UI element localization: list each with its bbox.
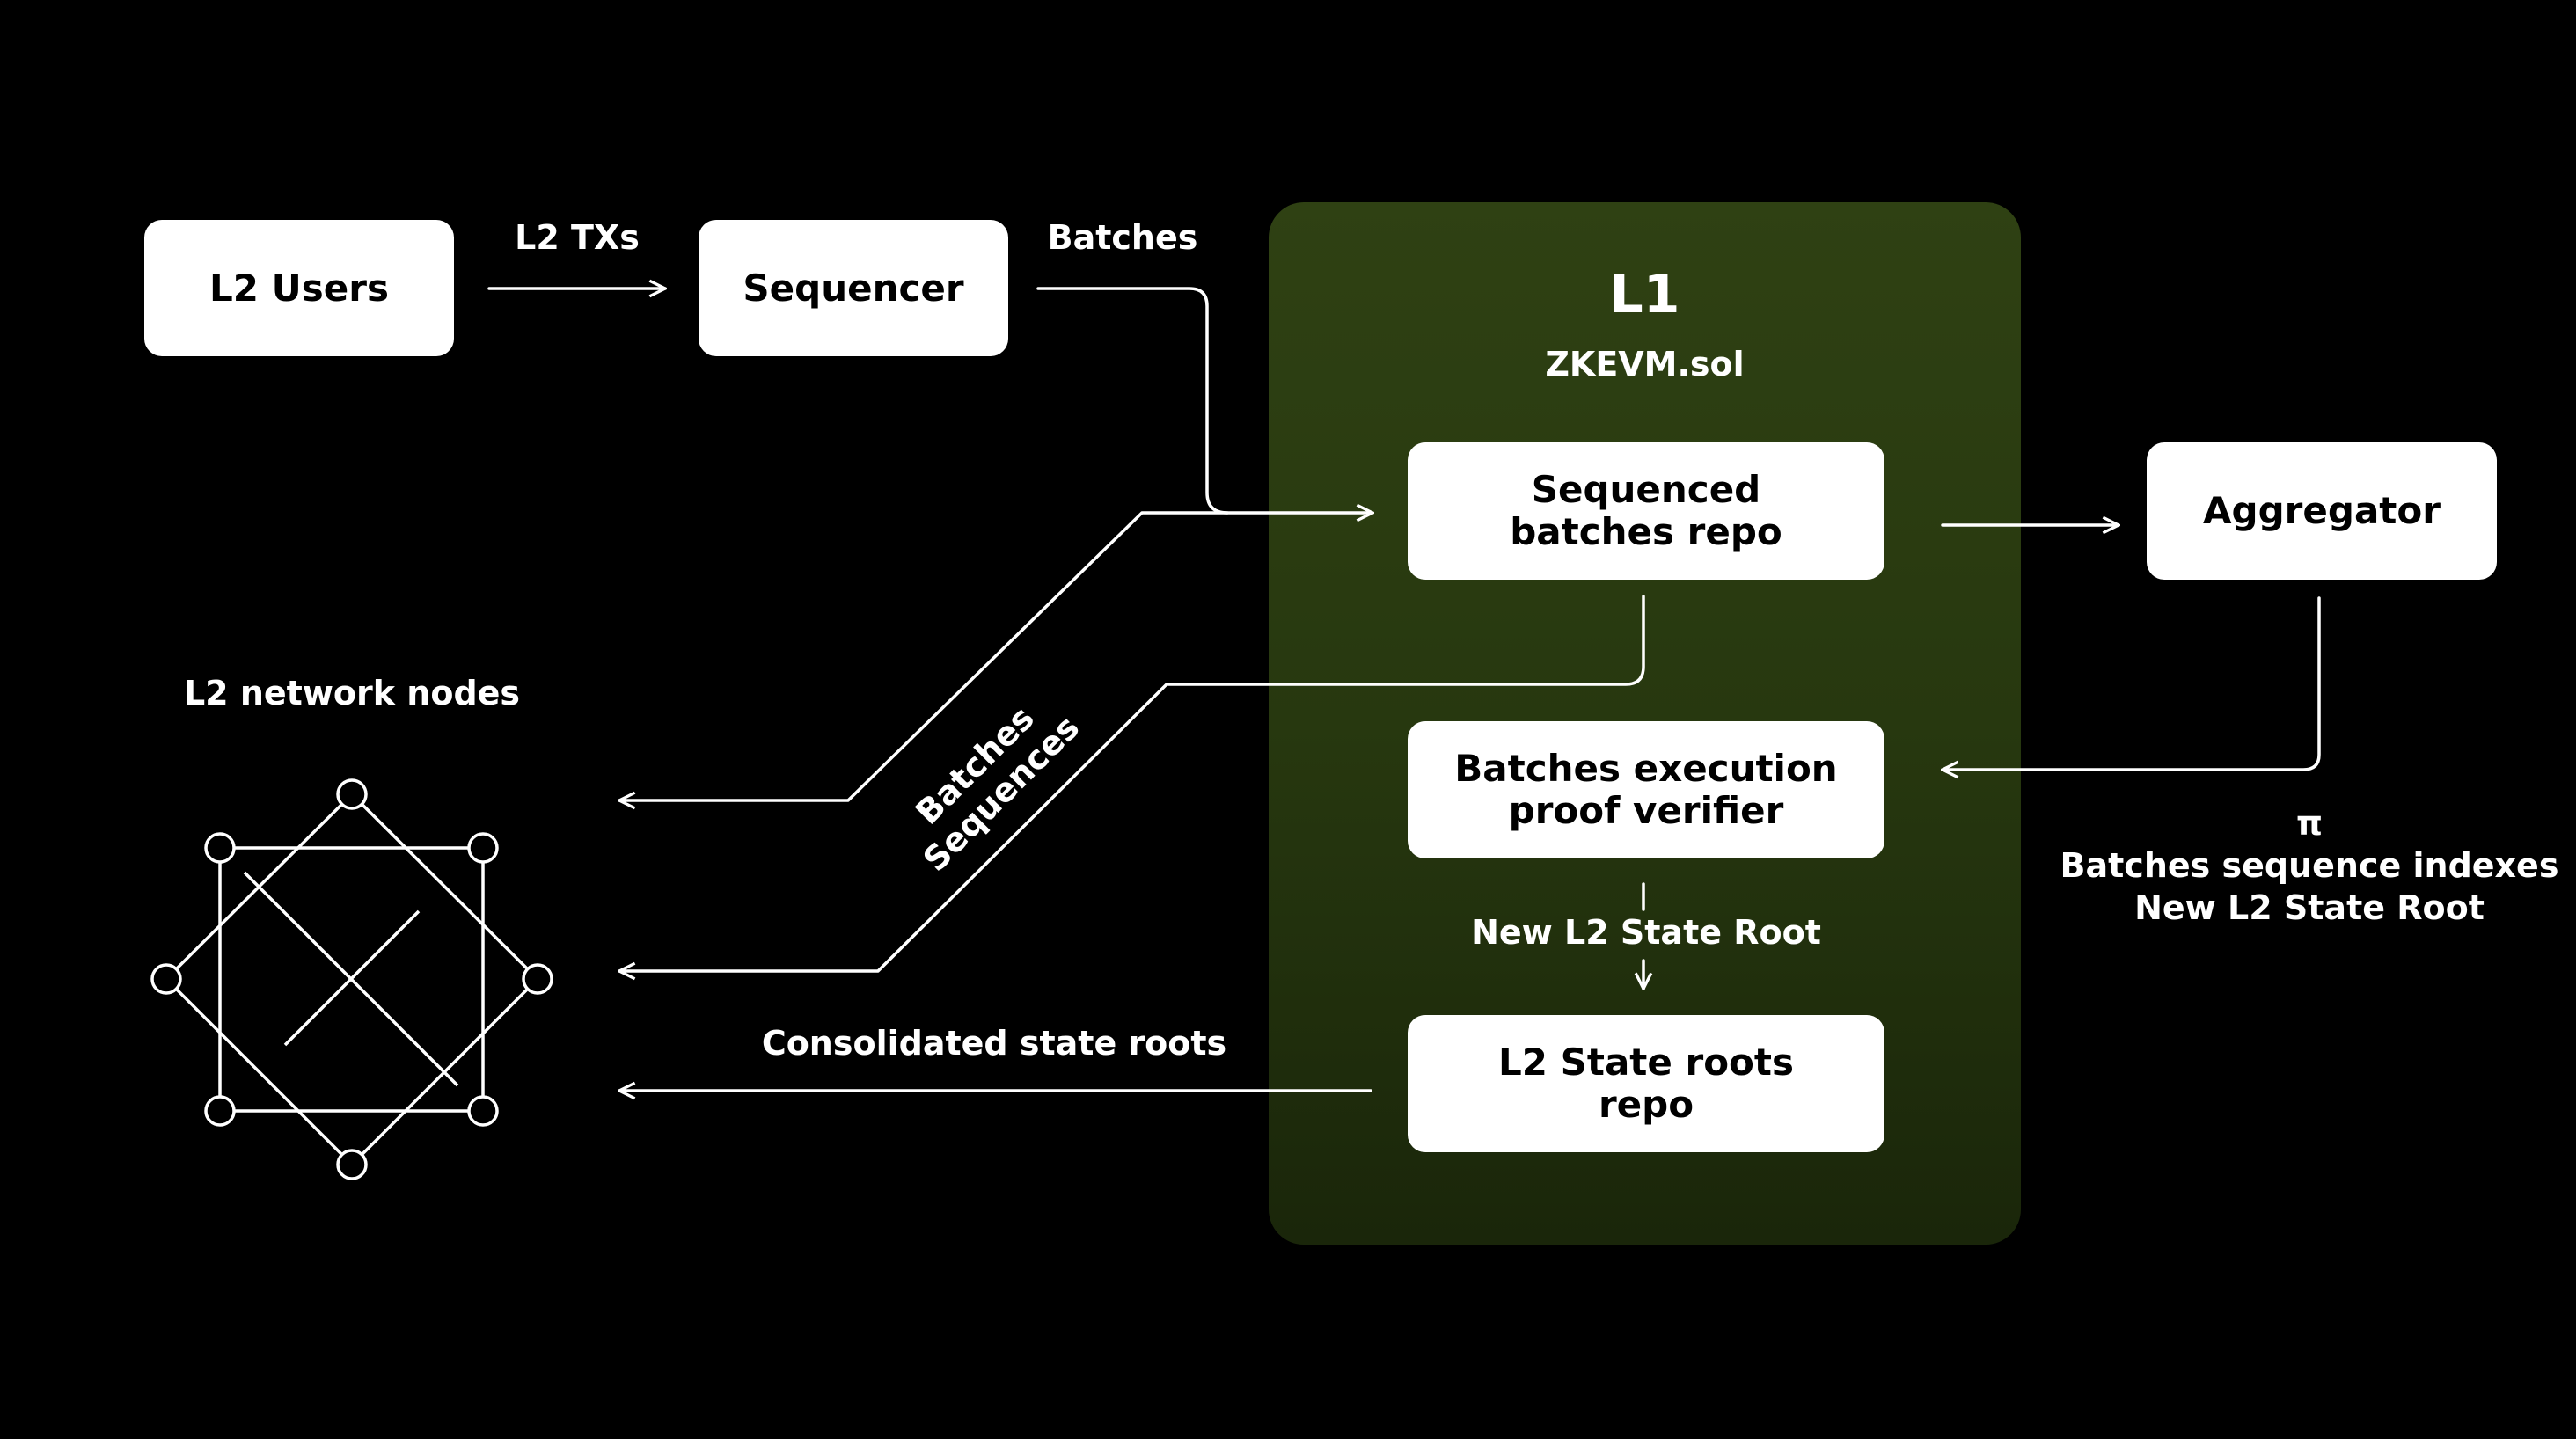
l2-txs-label: L2 TXs xyxy=(515,218,640,257)
arrow-sequences-to-nodes xyxy=(619,595,1645,971)
l2-network-nodes-label: L2 network nodes xyxy=(183,674,521,712)
l2-users-box: L2 Users xyxy=(144,220,454,356)
arrow-batches-to-nodes xyxy=(619,511,1229,800)
arrow-aggregator-to-verifier xyxy=(1943,596,2321,770)
batches-label: Batches xyxy=(1047,218,1198,257)
new-l2-state-root-label: New L2 State Root xyxy=(1471,913,1821,952)
sequenced-batches-repo-box: Sequenced batches repo xyxy=(1408,442,1884,580)
sequencer-box: Sequencer xyxy=(699,220,1008,356)
proof-verifier-box: Batches execution proof verifier xyxy=(1408,721,1884,858)
state-roots-repo-box: L2 State roots repo xyxy=(1408,1015,1884,1152)
aggregator-output-label: π Batches sequence indexes New L2 State … xyxy=(2060,804,2559,927)
l1-subtitle: ZKEVM.sol xyxy=(1545,345,1745,383)
network-graph-icon xyxy=(150,778,553,1180)
consolidated-state-roots-label: Consolidated state roots xyxy=(761,1024,1227,1063)
l1-title: L1 xyxy=(1609,264,1680,325)
aggregator-box: Aggregator xyxy=(2147,442,2497,580)
